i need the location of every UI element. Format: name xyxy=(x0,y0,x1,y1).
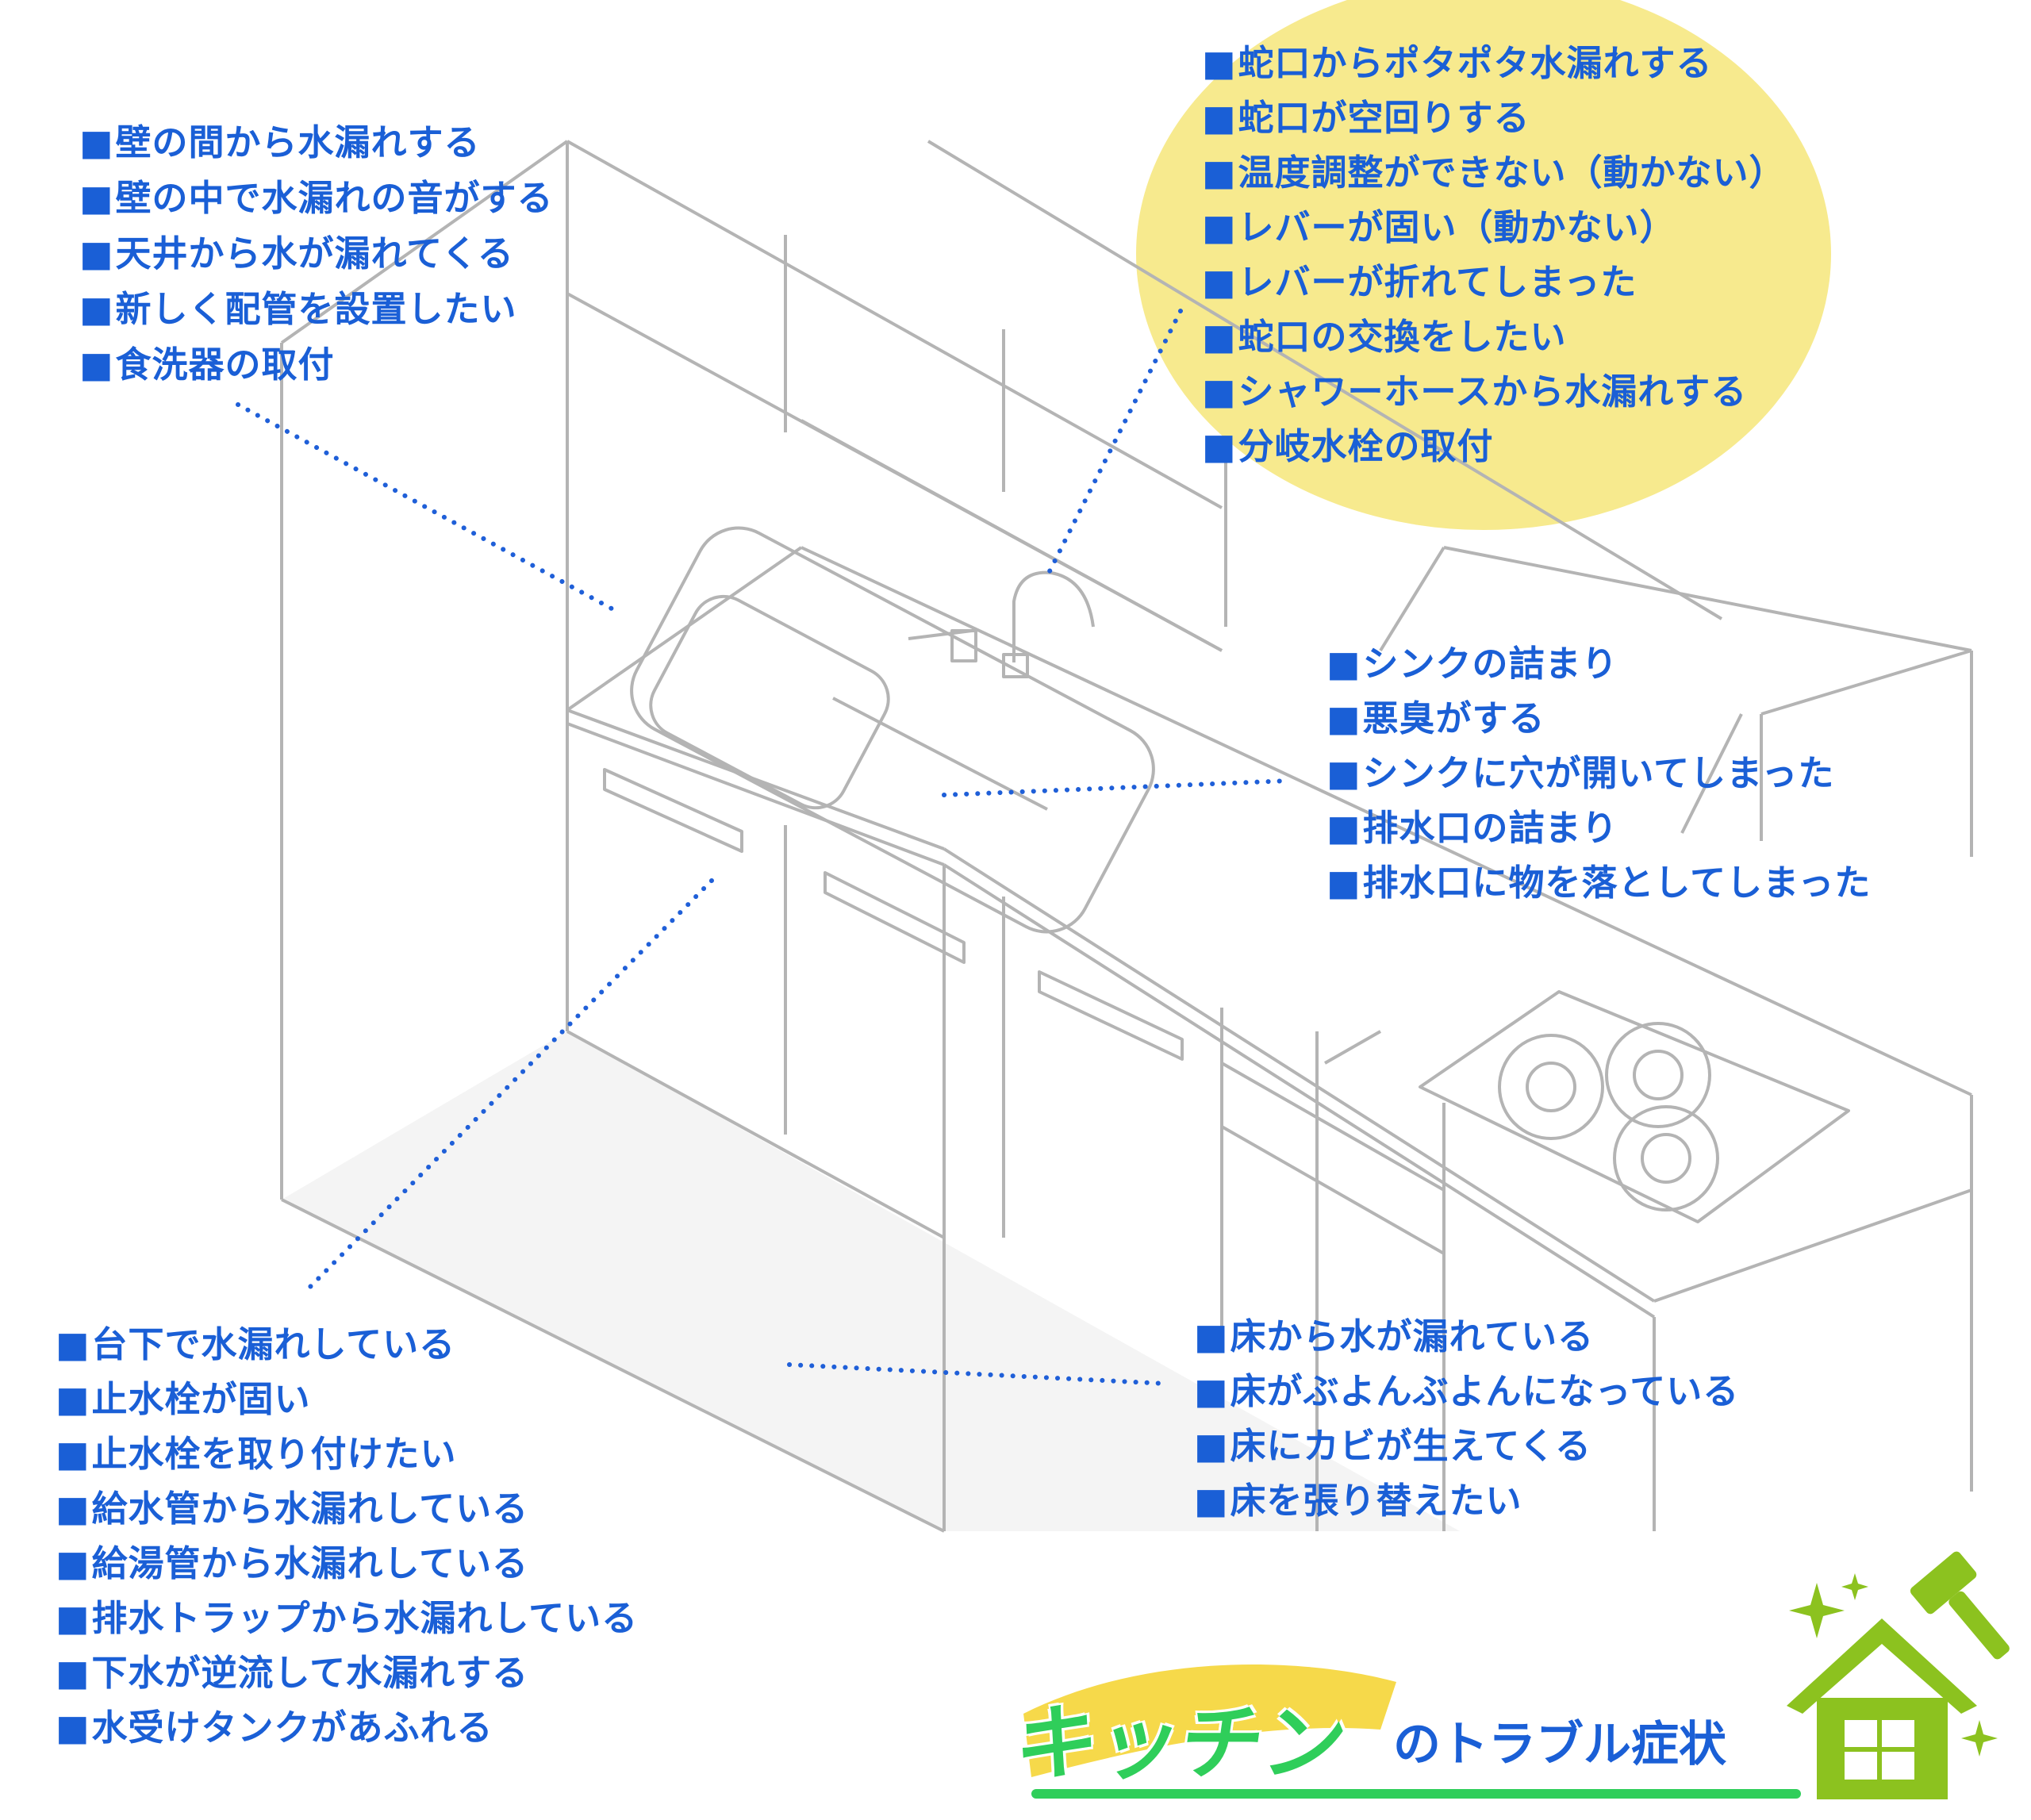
leader-faucet xyxy=(1046,309,1183,575)
list-item: 給湯管から水漏れしている xyxy=(56,1536,638,1591)
under-sink-symptoms-list: 台下で水漏れしている 止水栓が固い 止水栓を取り付けたい 給水管から水漏れしてい… xyxy=(56,1317,638,1755)
list-item: 壁の間から水漏れする xyxy=(79,115,554,171)
list-item: 止水栓を取り付けたい xyxy=(56,1426,638,1481)
sparkle-icon xyxy=(1789,1573,1998,1757)
list-item: 温度調整ができない（動かない） xyxy=(1202,145,1786,200)
faucet-symptoms-list: 蛇口からポタポタ水漏れする 蛇口が空回りする 温度調整ができない（動かない） レ… xyxy=(1202,36,1786,474)
list-item: 壁の中で水漏れの音がする xyxy=(79,171,554,226)
list-item: 食洗器の取付 xyxy=(79,337,554,393)
leader-wall xyxy=(236,402,621,615)
list-item: レバーが折れてしまった xyxy=(1202,255,1786,309)
floor xyxy=(282,1031,1460,1531)
title-underline xyxy=(1031,1789,1801,1799)
leader-lines xyxy=(236,309,1292,1386)
list-item: 蛇口が空回りする xyxy=(1202,90,1786,145)
wall-symptoms-list: 壁の間から水漏れする 壁の中で水漏れの音がする 天井から水が漏れてくる 新しく配… xyxy=(79,115,554,393)
list-item: 排水トラップから水漏れしている xyxy=(56,1591,638,1645)
list-item: 蛇口の交換をしたい xyxy=(1202,309,1786,364)
hammer-icon xyxy=(1910,1551,2010,1660)
sink-symptoms-list: シンクの詰まり 悪臭がする シンクに穴が開いてしまった 排水口の詰まり 排水口に… xyxy=(1326,636,1871,910)
list-item: 床がぶよんぶよんになっている xyxy=(1194,1364,1739,1419)
floor-symptoms-list: 床から水が漏れている 床がぶよんぶよんになっている 床にカビが生えてくる 床を張… xyxy=(1194,1309,1739,1528)
list-item: 分岐水栓の取付 xyxy=(1202,419,1786,474)
list-item: 排水口の詰まり xyxy=(1326,801,1871,855)
list-item: シンクの詰まり xyxy=(1326,636,1871,691)
list-item: シンクに穴が開いてしまった xyxy=(1326,746,1871,801)
list-item: 給水管から水漏れしている xyxy=(56,1481,638,1536)
leader-floor xyxy=(787,1362,1169,1386)
list-item: シャワーホースから水漏れする xyxy=(1202,364,1786,419)
title-brush xyxy=(1023,1664,1396,1777)
list-item: 悪臭がする xyxy=(1326,691,1871,746)
house-icon xyxy=(1787,1618,1977,1799)
leader-sink xyxy=(942,778,1292,797)
list-item: 床にカビが生えてくる xyxy=(1194,1419,1739,1473)
list-item: 床から水が漏れている xyxy=(1194,1309,1739,1364)
list-item: 排水口に物を落としてしまった xyxy=(1326,855,1871,910)
list-item: レバーが固い（動かない） xyxy=(1202,200,1786,255)
list-item: 新しく配管を設置したい xyxy=(79,282,554,337)
list-item: 天井から水が漏れてくる xyxy=(79,226,554,282)
list-item: 台下で水漏れしている xyxy=(56,1317,638,1372)
leader-under-sink xyxy=(303,878,714,1294)
list-item: 下水が逆流して水漏れする xyxy=(56,1645,638,1700)
title-sub: のトラブル症状 xyxy=(1393,1717,1726,1772)
kitchen-line-art xyxy=(280,140,1973,1533)
list-item: 止水栓が固い xyxy=(56,1372,638,1426)
list-item: 蛇口からポタポタ水漏れする xyxy=(1202,36,1786,90)
title-main: キッチン xyxy=(1009,1695,1353,1791)
list-item: 水受けタンクがあふれる xyxy=(56,1700,638,1755)
list-item: 床を張り替えたい xyxy=(1194,1473,1739,1528)
